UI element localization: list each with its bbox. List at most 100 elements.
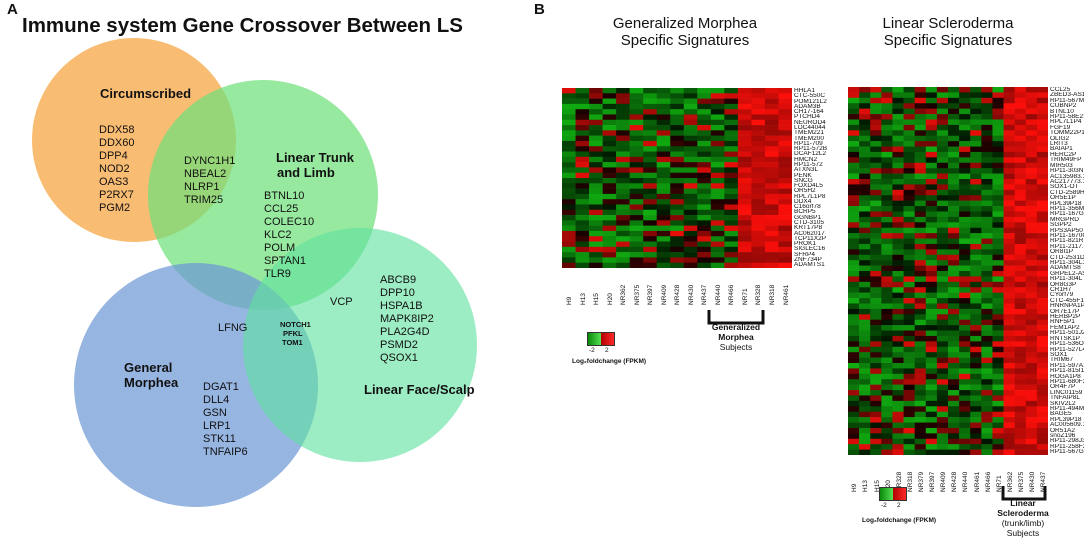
heatmap-cell: [992, 449, 1004, 455]
heatmap-cell: [970, 438, 982, 445]
heatmap-row-label: RNTSK1P: [1050, 335, 1080, 342]
heatmap-cell: [616, 151, 630, 158]
heatmap-cell: [575, 262, 590, 268]
heatmap-cell: [859, 427, 871, 434]
general-morphea-title: General Morphea: [124, 360, 179, 390]
heatmap-cell: [959, 444, 971, 450]
heatmap-cell: [881, 449, 893, 455]
heatmap-cell: [959, 108, 971, 115]
heatmap-cell: [562, 114, 576, 121]
heatmap-cell: [914, 189, 927, 196]
heatmap-cell: [589, 246, 603, 253]
general-morphea-gene-list: DGAT1 DLL4 GSN LRP1 STK11 TNFAIP6: [203, 381, 248, 458]
heatmap-cell: [892, 141, 904, 147]
heatmap-cell: [670, 88, 685, 94]
heatmap-cell: [948, 341, 960, 348]
heatmap-cell: [914, 108, 927, 115]
heatmap-cell: [602, 167, 617, 173]
heatmap-row-label: TMEM200: [794, 135, 824, 141]
heatmap-cell: [903, 449, 915, 455]
heatmap-cell: [629, 93, 644, 99]
heatmap-cell: [981, 162, 993, 169]
heatmap-cell: [859, 206, 871, 212]
right-color-legend: -2 2: [879, 487, 909, 510]
heatmap-cell: [881, 411, 893, 418]
heatmap-row-label: RPL7L1P4: [1050, 119, 1082, 125]
heatmap-cell: [629, 188, 644, 195]
heatmap-cell: [1014, 151, 1027, 158]
heatmap-cell: [870, 92, 882, 99]
heatmap-cell: [870, 384, 882, 391]
heatmap-cell: [575, 178, 590, 184]
heatmap-cell: [870, 114, 882, 120]
heatmap-cell: [697, 167, 712, 173]
heatmap-cell: [562, 246, 576, 253]
heatmap-cell: [903, 103, 915, 109]
heatmap-cell: [656, 93, 671, 99]
heatmap-cell: [764, 241, 779, 248]
heatmap-cell: [936, 330, 949, 337]
heatmap-cell: [948, 195, 960, 201]
heatmap-cell: [1003, 233, 1015, 239]
heatmap-cell: [892, 216, 904, 223]
heatmap-cell: [914, 411, 927, 418]
heatmap-cell: [948, 249, 960, 256]
heatmap-row-label: OR4F7P: [1050, 384, 1076, 390]
heatmap-cell: [970, 233, 982, 239]
heatmap-cell: [562, 135, 576, 142]
heatmap-cell: [892, 400, 904, 407]
heatmap-cell: [859, 363, 871, 369]
heatmap-cell: [1036, 184, 1048, 191]
heatmap-cell: [602, 146, 617, 152]
heatmap-cell: [992, 195, 1004, 201]
heatmap-cell: [936, 97, 949, 104]
heatmap-cell: [1003, 184, 1015, 191]
heatmap-cell: [710, 103, 725, 110]
heatmap-cell: [859, 422, 871, 429]
linear-trunk-limb-gene-list: BTNL10 CCL25 COLEC10 KLC2 POLM SPTAN1 TL…: [264, 190, 315, 280]
heatmap-row-label: RPL39P18: [1050, 416, 1082, 423]
heatmap-cell: [892, 444, 904, 450]
heatmap-cell: [936, 119, 949, 126]
heatmap-cell: [562, 93, 576, 99]
heatmap-cell: [656, 204, 671, 211]
heatmap-cell: [575, 135, 590, 142]
heatmap-cell: [1014, 379, 1027, 385]
heatmap-cell: [683, 125, 698, 131]
heatmap-cell: [751, 98, 766, 105]
heatmap-cell: [1014, 438, 1027, 445]
heatmap-cell: [1025, 341, 1038, 348]
heatmap-cell: [859, 124, 871, 131]
heatmap-cell: [764, 193, 779, 200]
heatmap-cell: [616, 140, 630, 147]
heatmap-cell: [778, 220, 792, 226]
heatmap-cell: [697, 236, 712, 242]
heatmap-cell: [936, 216, 949, 223]
heatmap-cell: [981, 254, 993, 261]
heatmap-cell: [848, 303, 860, 310]
heatmap-cell: [870, 119, 882, 126]
heatmap-cell: [892, 314, 904, 320]
heatmap-cell: [981, 298, 993, 304]
heatmap-cell: [683, 103, 698, 110]
heatmap-cell: [724, 109, 739, 115]
heatmap-row-label: MRGPRD: [1050, 216, 1079, 223]
heatmap-cell: [859, 87, 871, 93]
heatmap-cell: [764, 178, 779, 184]
heatmap-cell: [670, 114, 685, 121]
heatmap-row-label: ZNF734P: [794, 257, 822, 263]
heatmap-cell: [959, 114, 971, 120]
heatmap-cell: [914, 368, 927, 375]
heatmap-cell: [589, 178, 603, 184]
heatmap-cell: [948, 233, 960, 239]
heatmap-cell: [1036, 222, 1048, 228]
heatmap-cell: [892, 276, 904, 283]
heatmap-cell: [643, 204, 658, 211]
heatmap-cell: [1003, 330, 1015, 337]
heatmap-cell: [629, 130, 644, 136]
heatmap-cell: [1003, 373, 1015, 380]
heatmap-cell: [936, 357, 949, 364]
heatmap-cell: [903, 162, 915, 169]
heatmap-cell: [751, 103, 766, 110]
heatmap-cell: [881, 330, 893, 337]
